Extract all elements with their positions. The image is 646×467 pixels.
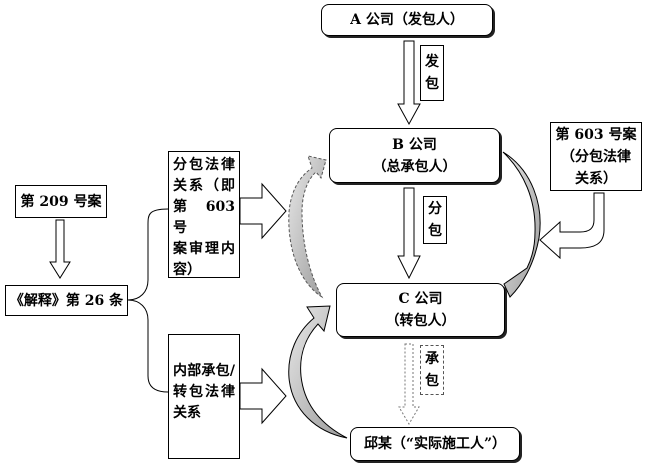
arrow-internal-to-center [239, 367, 287, 425]
internal-relation-node: 内部承包/ 转包法律 关系 [168, 334, 240, 459]
qiu-mou-node: 邱某（“实际施工人”） [350, 427, 520, 461]
company-c-node: C 公司 （转包人） [336, 283, 505, 337]
subcontract-relation-line-4: 案审理内 [173, 241, 235, 257]
case-603-line-3: 关系） [575, 170, 617, 187]
arrow-subcontract-to-center [239, 182, 287, 240]
edge-label-fen-bao-2: 包 [428, 223, 442, 239]
company-b-node: B 公司 （总承包人） [329, 128, 500, 183]
interpretation-label: 《解释》第 26 条 [9, 292, 124, 309]
subcontract-relation-node: 分包法律 关系（即 第 603 号 案审理内 容） [168, 151, 240, 278]
subcontract-relation-line-5: 容） [173, 262, 201, 278]
arrow-c-to-qiu [398, 343, 420, 425]
internal-relation-line-1: 内部承包/ [173, 363, 235, 379]
internal-relation-line-2: 转包法律 [173, 384, 235, 400]
company-c-name: C 公司 [398, 291, 443, 307]
arrow-209-to-interpretation [49, 219, 71, 279]
curved-arrow-b-c-left [288, 155, 327, 298]
edge-label-fen-bao-1: 分 [428, 201, 442, 217]
company-b-role: （总承包人） [372, 158, 457, 175]
qiu-mou-label: 邱某（“实际施工人”） [363, 436, 507, 452]
subcontract-relation-line-1: 分包法律 [173, 157, 235, 173]
arrow-a-to-b [397, 40, 421, 126]
edge-label-fen-bao: 分 包 [423, 196, 447, 244]
edge-label-fa-bao-2: 包 [425, 76, 439, 92]
edge-label-cheng-bao: 承 包 [420, 345, 444, 395]
company-a-node: A 公司（发包人） [321, 4, 493, 36]
arrow-b-to-c [397, 187, 421, 280]
company-b-name: B 公司 [392, 136, 437, 153]
case-603-line-2: （分包法律 [561, 148, 631, 165]
case-603-line-1: 第 603 号案 [555, 126, 637, 143]
company-a-label: A 公司（发包人） [350, 12, 464, 28]
edge-label-fa-bao: 发 包 [420, 45, 444, 101]
case-209-node: 第 209 号案 [15, 185, 107, 218]
case-603-node: 第 603 号案 （分包法律 关系） [550, 122, 642, 191]
internal-relation-line-3: 关系 [173, 405, 201, 421]
interpretation-node: 《解释》第 26 条 [5, 285, 128, 316]
case-209-label: 第 209 号案 [20, 193, 102, 210]
curved-arrow-c-qiu-left [288, 305, 348, 439]
edge-label-cheng-bao-2: 包 [425, 373, 439, 389]
subcontract-relation-line-3: 第 603 号 [173, 199, 235, 236]
curved-arrow-603-b-to-c [502, 151, 541, 298]
edge-label-cheng-bao-1: 承 [425, 351, 439, 367]
subcontract-relation-line-2: 关系（即 [173, 178, 235, 194]
arrow-603-to-center [539, 192, 605, 260]
company-c-role: （转包人） [385, 313, 456, 329]
edge-label-fa-bao-1: 发 [425, 54, 439, 70]
bracket-connector [127, 208, 169, 393]
